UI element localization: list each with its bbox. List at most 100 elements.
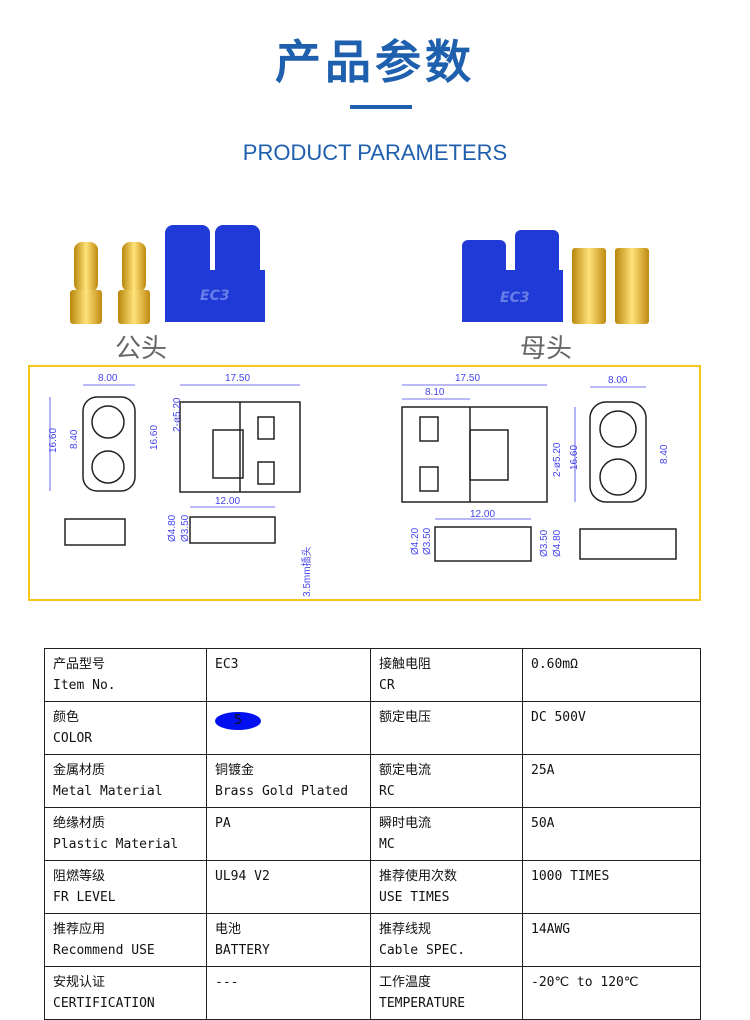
cell-text: 14AWG [531, 922, 571, 937]
cell-text: 0.60mΩ [531, 657, 578, 672]
cell-text: 额定电压 [379, 710, 432, 725]
cell-text: 铜镀金 [215, 763, 255, 778]
table-cell: 0.60mΩ [522, 648, 701, 702]
cell-text: 瞬时电流 [379, 816, 432, 831]
table-cell: 25A [522, 754, 701, 808]
table-cell: --- [206, 966, 371, 1020]
cell-text: 颜色 [53, 710, 80, 725]
title-divider [350, 105, 412, 109]
table-row: 颜色 COLOR 5 额定电压 DC 500V [44, 701, 701, 755]
male-pins-image [70, 242, 150, 324]
table-cell: EC3 [206, 648, 371, 702]
dim-male-height: 16.60 [48, 428, 59, 453]
dim-female-pin-d3: Ø3.50 [539, 529, 550, 557]
cell-text: Brass Gold Plated [215, 784, 349, 799]
table-cell: 工作温度 TEMPERATURE [370, 966, 523, 1020]
dim-male-height-side: 16.60 [149, 425, 160, 450]
dim-female-pin-d4: Ø4.80 [552, 529, 563, 557]
dim-female-height: 16.60 [569, 445, 580, 470]
cell-text: 安规认证 [53, 975, 106, 990]
cell-text: Cable SPEC. [379, 943, 466, 958]
cell-text: FR LEVEL [53, 890, 116, 905]
table-cell: 电池 BATTERY [206, 913, 371, 967]
color-swatch: 5 [215, 712, 261, 730]
dim-female-pitch: 8.40 [659, 444, 670, 464]
cell-text: -20℃ to 120℃ [531, 975, 639, 990]
dim-male-hole: 2-ø5.20 [172, 397, 183, 432]
dim-male-note: 3.5mm插头 [300, 546, 313, 597]
table-cell: DC 500V [522, 701, 701, 755]
cell-text: 绝缘材质 [53, 816, 106, 831]
cell-text: 工作温度 [379, 975, 432, 990]
table-row: 安规认证 CERTIFICATION --- 工作温度 TEMPERATURE -20… [44, 966, 701, 1020]
dim-female-pin-length: 12.00 [470, 509, 495, 520]
cell-text: DC 500V [531, 710, 586, 725]
female-label: 母头 [520, 334, 573, 364]
table-cell: 安规认证 CERTIFICATION [44, 966, 207, 1020]
female-pins-image [572, 248, 649, 324]
dim-female-pin-d2: Ø3.50 [422, 527, 433, 555]
table-cell: PA [206, 807, 371, 861]
page-title: 产品参数 [275, 35, 475, 89]
cell-text: BATTERY [215, 943, 270, 958]
table-cell: 50A [522, 807, 701, 861]
table-cell: UL94 V2 [206, 860, 371, 914]
table-cell: 推荐使用次数 USE TIMES [370, 860, 523, 914]
cell-text: 50A [531, 816, 555, 831]
cell-text: EC3 [215, 657, 239, 672]
table-cell: 5 [206, 701, 371, 755]
cell-text: CR [379, 678, 395, 693]
table-cell: 阻燃等级 FR LEVEL [44, 860, 207, 914]
cell-text: 推荐使用次数 [379, 869, 458, 884]
table-cell: 额定电压 [370, 701, 523, 755]
table-cell: 瞬时电流 MC [370, 807, 523, 861]
male-label: 公头 [115, 334, 168, 364]
cell-text: CERTIFICATION [53, 996, 155, 1011]
dim-male-pitch: 8.40 [69, 429, 80, 449]
dim-male-width: 8.00 [98, 373, 118, 384]
cell-text: COLOR [53, 731, 93, 746]
dim-male-pin-d2: Ø3.50 [180, 514, 191, 542]
table-cell: 铜镀金 Brass Gold Plated [206, 754, 371, 808]
page-subtitle: PRODUCT PARAMETERS [242, 140, 508, 165]
dim-female-pin-d1: Ø4.20 [410, 527, 421, 555]
cell-text: Recommend USE [53, 943, 155, 958]
cell-text: 推荐线规 [379, 922, 432, 937]
dim-female-length: 17.50 [455, 373, 480, 384]
table-cell: 1000 TIMES [522, 860, 701, 914]
female-logo: EC3 [500, 290, 530, 306]
dim-female-hole: 2-ø5.20 [552, 442, 563, 477]
dim-male-length: 17.50 [225, 373, 250, 384]
table-cell: -20℃ to 120℃ [522, 966, 701, 1020]
table-cell: 额定电流 RC [370, 754, 523, 808]
table-row: 阻燃等级 FR LEVEL UL94 V2 推荐使用次数 USE TIMES 1000 T… [44, 860, 701, 914]
cell-text: 额定电流 [379, 763, 432, 778]
cell-text: 金属材质 [53, 763, 106, 778]
dim-male-pin-length: 12.00 [215, 496, 240, 507]
cell-text: 电池 [215, 922, 242, 937]
cell-text: Item No. [53, 678, 116, 693]
dim-male-pin-d1: Ø4.80 [167, 514, 178, 542]
product-photos: EC3 EC3 [70, 225, 649, 324]
cell-text: USE TIMES [379, 890, 450, 905]
cell-text: 1000 TIMES [531, 869, 610, 884]
cell-text: 接触电阻 [379, 657, 432, 672]
table-cell: 颜色 COLOR [44, 701, 207, 755]
cell-text: MC [379, 837, 395, 852]
cell-text: 25A [531, 763, 555, 778]
cell-text: 阻燃等级 [53, 869, 106, 884]
cell-text: RC [379, 784, 395, 799]
cell-text: UL94 V2 [215, 869, 270, 884]
cell-text: TEMPERATURE [379, 996, 466, 1011]
male-housing-image: EC3 [165, 225, 265, 322]
table-cell: 推荐线规 Cable SPEC. [370, 913, 523, 967]
